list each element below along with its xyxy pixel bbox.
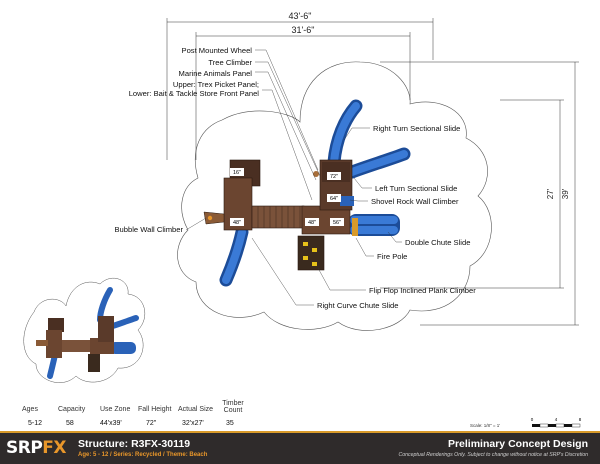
- thumbnail-use-zone: [23, 277, 146, 383]
- bubble-wall: [203, 211, 225, 225]
- stat-header-timber-count: Timber Count: [222, 400, 244, 414]
- stat-header-fall-height: Fall Height: [138, 406, 172, 413]
- flip-flop-climber: [297, 235, 325, 271]
- leader-lines: [185, 49, 402, 306]
- stat-header-capacity: Capacity: [58, 406, 86, 413]
- deck-height-tag: 48": [308, 220, 316, 226]
- callout-flip-flop: Flip Flop Inclined Plank Climber: [369, 286, 476, 295]
- stat-value-timber-count: 35: [226, 420, 234, 427]
- callout-bait-tackle: Lower: Bait & Tackle Store Front Panel: [129, 89, 260, 98]
- deck-height-tag: 16": [233, 170, 241, 176]
- stat-value-actual-size: 32'x27': [182, 420, 204, 427]
- dim-overall-width: 43'-6": [289, 11, 312, 21]
- stat-value-capacity: 58: [66, 420, 74, 427]
- scale-tick: 8: [579, 417, 582, 422]
- stat-header-actual-size: Actual Size: [178, 406, 214, 413]
- disclaimer: Conceptual Renderings Only. Subject to c…: [398, 452, 588, 458]
- callout-marine-panel: Marine Animals Panel: [179, 69, 253, 78]
- deck-height-tag: 72": [330, 174, 338, 180]
- dim-overall-depth: 39': [561, 188, 570, 199]
- deck-height-tags: 16" 72" 64" 48" 48" 56": [230, 168, 344, 226]
- callout-labels: Post Mounted Wheel Tree Climber Marine A…: [114, 46, 476, 310]
- dim-inner-width: 31'-6": [292, 25, 315, 35]
- stat-value-use-zone: 44'x39': [100, 420, 122, 427]
- callout-fire-pole: Fire Pole: [377, 252, 407, 261]
- scale-label: Scale: 1/8" = 1': [470, 423, 501, 428]
- deck-height-tag: 48": [233, 220, 241, 226]
- stat-header-ages: Ages: [22, 406, 38, 413]
- stat-value-fall-height: 72": [146, 420, 157, 427]
- deck-height-tag: 64": [330, 196, 338, 202]
- structure-subtitle: Age: 5 - 12 / Series: Recycled / Theme: …: [78, 452, 208, 458]
- thumbnail-view: [23, 277, 146, 383]
- structure-id: Structure: R3FX-30119: [78, 438, 191, 450]
- post-wheel: [313, 171, 319, 177]
- dim-inner-depth: 27': [546, 188, 555, 199]
- stat-value-ages: 5-12: [28, 420, 43, 427]
- deck-height-tag: 56": [333, 220, 341, 226]
- scale-bar: 0 4 8: [531, 417, 582, 428]
- callout-bubble-wall: Bubble Wall Climber: [114, 225, 183, 234]
- srpfx-logo: SRPFX: [6, 438, 67, 458]
- callout-post-wheel: Post Mounted Wheel: [182, 46, 253, 55]
- footer-bar: SRPFX Structure: R3FX-30119 Age: 5 - 12 …: [0, 433, 600, 464]
- callout-right-turn-slide: Right Turn Sectional Slide: [373, 124, 460, 133]
- callout-tree-climber: Tree Climber: [208, 58, 252, 67]
- footer-stripe: [0, 431, 600, 433]
- scale-tick: 4: [555, 417, 558, 422]
- callout-right-curve-slide: Right Curve Chute Slide: [317, 301, 398, 310]
- dimension-lines: [166, 18, 579, 326]
- concept-title: Preliminary Concept Design: [447, 438, 588, 450]
- callout-double-chute: Double Chute Slide: [405, 238, 470, 247]
- stat-header-use-zone: Use Zone: [100, 406, 131, 413]
- walkway: [251, 205, 305, 229]
- stats-table: Ages Capacity Use Zone Fall Height Actua…: [0, 400, 600, 430]
- slides: [219, 99, 411, 287]
- callout-shovel-rock: Shovel Rock Wall Climber: [371, 197, 459, 206]
- scale-tick: 0: [531, 417, 534, 422]
- shovel-rock-climber: [340, 196, 354, 206]
- callout-left-turn-slide: Left Turn Sectional Slide: [375, 184, 457, 193]
- callout-trex-panel: Upper: Trex Picket Panel;: [173, 80, 259, 89]
